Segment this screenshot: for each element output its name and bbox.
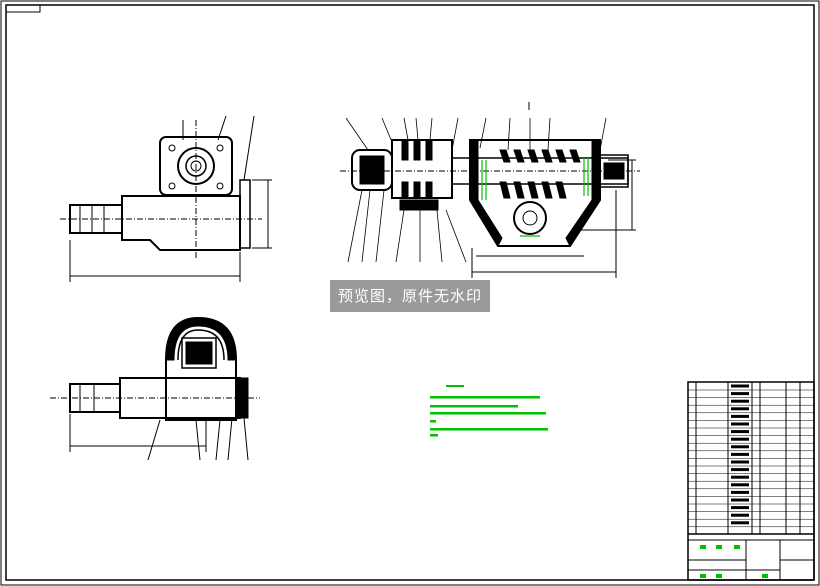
- parts-list-text-mark: [731, 475, 749, 479]
- title-block-green-marks: [700, 545, 768, 578]
- parts-list-rows: [688, 389, 814, 528]
- parts-list-text: [731, 384, 749, 525]
- corner-label-box: [5, 4, 41, 13]
- parts-list-text-mark: [731, 422, 749, 426]
- parts-list-text-mark: [731, 384, 749, 388]
- parts-list-text-mark: [731, 414, 749, 418]
- technical-notes: [430, 385, 548, 437]
- parts-list-text-mark: [731, 498, 749, 502]
- inner-frame: [5, 4, 815, 581]
- top-view: [50, 316, 260, 461]
- parts-list-text-mark: [731, 407, 749, 411]
- parts-list-text-mark: [731, 430, 749, 434]
- parts-list-text-mark: [731, 452, 749, 456]
- parts-list-text-mark: [731, 437, 749, 441]
- parts-list-text-mark: [731, 513, 749, 517]
- parts-list-text-mark: [731, 445, 749, 449]
- watermark-banner: 预览图，原件无水印: [330, 280, 490, 312]
- parts-list-text-mark: [731, 521, 749, 525]
- section-view: [340, 102, 640, 278]
- front-view: [60, 115, 272, 282]
- parts-list-text-mark: [731, 506, 749, 510]
- parts-list-text-mark: [731, 490, 749, 494]
- parts-list-text-mark: [731, 483, 749, 487]
- parts-list-text-mark: [731, 392, 749, 396]
- parts-list-text-mark: [731, 468, 749, 472]
- parts-list-text-mark: [731, 399, 749, 403]
- parts-list-text-mark: [731, 460, 749, 464]
